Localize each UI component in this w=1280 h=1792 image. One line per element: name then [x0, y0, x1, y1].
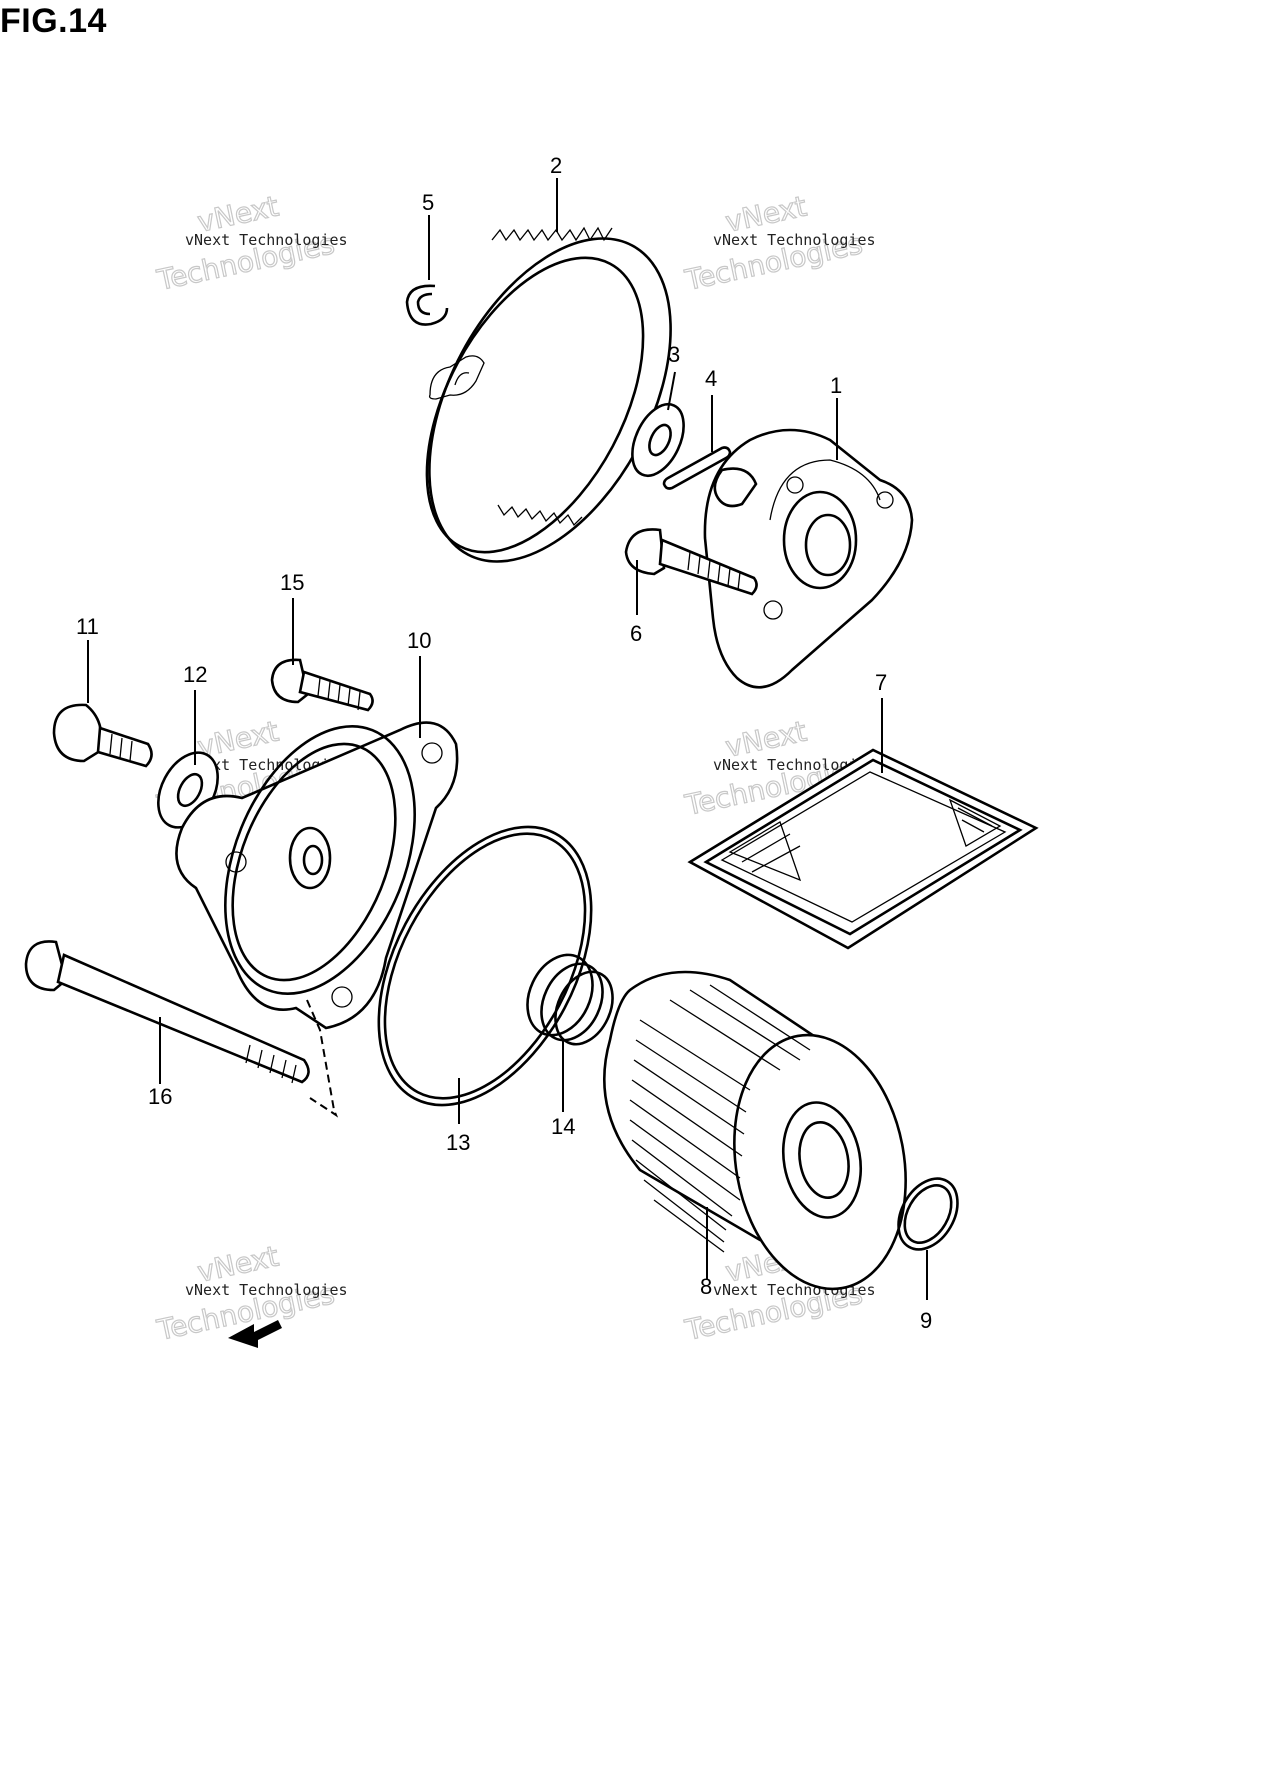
- part-3-washer: [631, 403, 685, 477]
- part-7-gasket: [687, 748, 1039, 950]
- part-label-14: 14: [551, 1114, 575, 1139]
- part-9-o-ring: [897, 1177, 959, 1251]
- watermark-top-left: Technologies vNext vNext Technologies: [153, 189, 348, 298]
- part-label-4: 4: [705, 366, 717, 391]
- part-14-spring: [526, 953, 614, 1046]
- part-label-9: 9: [920, 1308, 932, 1333]
- part-label-11: 11: [76, 614, 99, 639]
- part-label-16: 16: [148, 1084, 172, 1109]
- forward-arrow-icon: [228, 1320, 282, 1348]
- part-11-bolt: [52, 703, 153, 768]
- part-label-15: 15: [280, 570, 304, 595]
- svg-text:vNext Technologies: vNext Technologies: [713, 756, 876, 774]
- part-13-o-ring: [377, 825, 593, 1107]
- part-1-oil-pump: [703, 428, 914, 689]
- part-10-filter-cap: [175, 721, 459, 1030]
- part-label-2: 2: [550, 153, 562, 178]
- part-label-6: 6: [630, 621, 642, 646]
- part-label-5: 5: [422, 190, 434, 215]
- figure-title: FIG.14: [0, 2, 107, 40]
- part-label-3: 3: [668, 342, 680, 367]
- part-8-oil-filter: [603, 970, 907, 1291]
- part-13-o-ring-inner: [383, 832, 587, 1100]
- part-5-circlip: [405, 284, 449, 326]
- part-label-10: 10: [407, 628, 431, 653]
- svg-text:vNext Technologies: vNext Technologies: [185, 1281, 348, 1299]
- part-label-1: 1: [830, 373, 842, 398]
- svg-text:vNext Technologies: vNext Technologies: [185, 231, 348, 249]
- leader-lines: [87, 178, 928, 1300]
- part-6-bolt: [624, 528, 758, 596]
- part-16-long-bolt: [24, 940, 310, 1084]
- part-label-8: 8: [700, 1274, 712, 1299]
- part-label-7: 7: [875, 670, 887, 695]
- svg-text:vNext Technologies: vNext Technologies: [713, 231, 876, 249]
- part-15-bolt: [270, 658, 374, 712]
- part-label-13: 13: [446, 1130, 470, 1155]
- part-4-pin: [662, 446, 732, 490]
- watermark-top-right: Technologies vNext vNext Technologies: [681, 189, 876, 298]
- part-label-12: 12: [183, 662, 207, 687]
